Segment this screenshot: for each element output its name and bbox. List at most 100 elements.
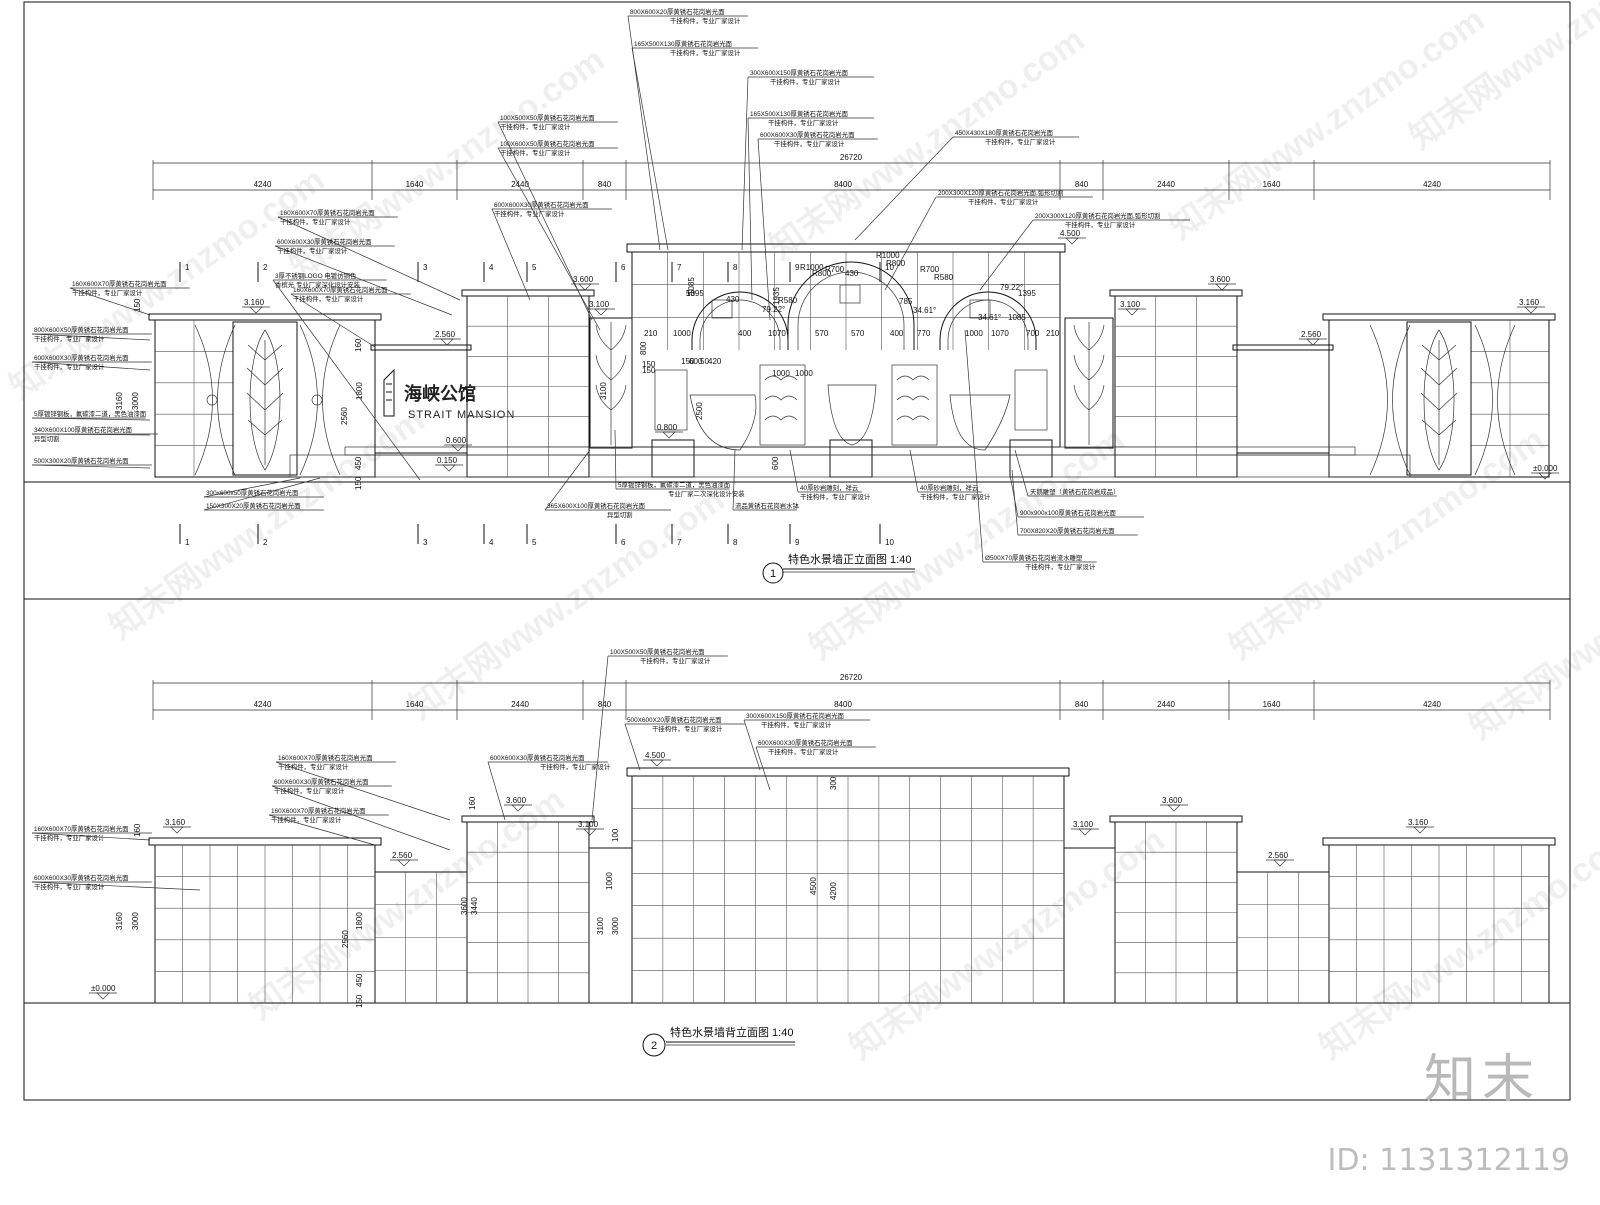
back-segment-dim: 4240	[254, 700, 272, 709]
section-mark-top: 7	[677, 263, 682, 272]
front-right-leaf-ornament	[1420, 329, 1458, 471]
arch-dim: R800	[886, 259, 906, 268]
front-base-plinth	[344, 446, 1356, 456]
vertical-dim: 1800	[355, 382, 364, 400]
vertical-dim: 2560	[341, 930, 350, 948]
material-label-note: 干挂构件，专业厂家设计	[278, 762, 349, 771]
front-segment-dim: 2440	[511, 180, 529, 189]
material-label: 流品黄锈石花岗岩水钵	[735, 501, 800, 510]
elevation-triangle-icon	[594, 308, 608, 316]
vertical-dim: 3100	[599, 382, 608, 400]
leader-line	[274, 245, 453, 316]
leader-line	[747, 117, 753, 301]
elevation-triangle-icon	[662, 431, 676, 439]
elevation-triangle-icon	[1306, 338, 1320, 346]
material-label: 160X600X70厚黄锈石花岗岩光面	[278, 753, 373, 762]
leader-line	[732, 449, 736, 511]
vertical-dim: 3600	[460, 897, 469, 915]
leader-line	[614, 429, 617, 490]
back-segment-dim: 840	[598, 700, 612, 709]
back-segment-dim: 8400	[834, 700, 852, 709]
material-label-note: 干挂构件，专业厂家设计	[280, 217, 351, 226]
front-left-wall-grid	[155, 320, 233, 477]
material-label: 700X820X20厚黄锈石花岗岩光面	[1020, 526, 1115, 535]
material-label: 165X500X130厚黄锈石花岗岩光面	[750, 109, 849, 118]
front-material-labels: 800X600X20厚黄锈石花岗岩光面干挂构件，专业厂家设计165X500X13…	[31, 7, 1190, 571]
material-label: 160X600X70厚黄锈石花岗岩光面	[34, 824, 129, 833]
front-segment-dim: 1640	[1263, 180, 1281, 189]
front-arch-center	[787, 261, 915, 350]
elevation-value: 3.160	[1519, 298, 1540, 307]
elevation-triangle-icon	[249, 306, 263, 314]
material-label: Ø500X70厚黄锈石花岗岩流水雕塑	[985, 553, 1083, 562]
leader-line	[31, 417, 151, 421]
back-segment-dim: 2440	[511, 700, 529, 709]
material-label-note: 干挂构件，专业厂家设计	[985, 137, 1056, 146]
material-label: 600X600X30厚黄锈石花岗岩光面	[34, 873, 129, 882]
arch-dim: 210	[644, 329, 658, 338]
front-segment-dim: 840	[598, 180, 612, 189]
elevation-value: 3.100	[589, 300, 610, 309]
arch-dim: 1395	[1018, 289, 1036, 298]
section-mark-bottom: 2	[263, 538, 268, 547]
leader-line	[743, 719, 761, 771]
material-label-note: 干挂构件，专业厂家设计	[640, 656, 711, 665]
material-label: 300x600x50厚黄锈石花岗岩光面	[206, 488, 299, 497]
material-label: 3厚不锈钢LOGO 电镀仿铜色	[275, 271, 357, 280]
front-segment-dim: 1640	[406, 180, 424, 189]
front-ornament-panel-right	[1064, 317, 1114, 449]
leader-line	[789, 449, 799, 493]
vertical-dim: 160	[133, 823, 142, 837]
watermark-text: 知末网www.znzmo.com	[1463, 501, 1600, 747]
elevation-triangle-icon	[1167, 804, 1181, 812]
section-mark-top: 4	[489, 263, 494, 272]
back-segment-dim: 1640	[1263, 700, 1281, 709]
material-label-note: 干挂构件，专业厂家设计	[34, 362, 105, 371]
leader-line	[1009, 474, 1019, 518]
front-view-title: 特色水景墙正立面图 1:40	[788, 552, 911, 566]
leader-line	[268, 814, 376, 846]
arch-dim: 430	[845, 269, 859, 278]
material-label-note: 干挂构件，专业厂家设计	[1065, 220, 1136, 229]
leader-line	[497, 147, 601, 331]
elevation-value: 4.500	[1060, 229, 1081, 238]
arch-dim: R580	[778, 296, 798, 305]
material-label-note: 干挂构件，专业厂家设计	[768, 747, 839, 756]
vertical-dim: 450	[355, 973, 364, 987]
elevation-triangle-icon	[1078, 828, 1092, 836]
back-wall-grid	[155, 776, 1549, 1003]
material-label: 100X500X50厚黄锈石花岗岩光面	[610, 647, 705, 656]
elevation-value: 3.600	[1162, 796, 1183, 805]
arch-dim: 50	[700, 357, 709, 366]
section-mark-bottom: 7	[677, 538, 682, 547]
material-label-note: 干挂构件，专业厂家设计	[968, 197, 1039, 206]
arch-dim: 770	[917, 329, 931, 338]
arch-dim: 570	[851, 329, 865, 338]
elevation-triangle-icon	[96, 992, 110, 1000]
front-view-number-circle	[762, 562, 784, 584]
elevation-value: 0.800	[657, 423, 678, 432]
material-label: 450X430X180厚黄锈石花岗岩光面	[955, 128, 1054, 137]
arch-dim: 420	[708, 357, 722, 366]
leader-line	[203, 477, 301, 498]
leader-line	[964, 329, 984, 563]
front-arch-left	[691, 291, 789, 350]
material-label-note: 干挂构件，专业厂家设计	[271, 815, 342, 824]
arch-dim: 570	[815, 329, 829, 338]
leader-line	[741, 76, 749, 251]
leader-line	[591, 655, 609, 821]
arch-dim: 1000	[965, 329, 983, 338]
arch-dim: 34.61°	[913, 306, 936, 315]
vertical-dim: 3000	[131, 912, 140, 930]
vertical-dim: 1085	[687, 277, 696, 295]
material-label: 900x900x100厚黄锈石花岗岩光面	[1020, 508, 1117, 517]
elevation-triangle-icon	[397, 859, 411, 867]
elevation-triangle-icon	[511, 804, 525, 812]
material-label-note: 干挂构件，专业厂家设计	[774, 139, 845, 148]
front-logo-wall-cap	[370, 344, 472, 351]
leader-line	[631, 47, 669, 251]
